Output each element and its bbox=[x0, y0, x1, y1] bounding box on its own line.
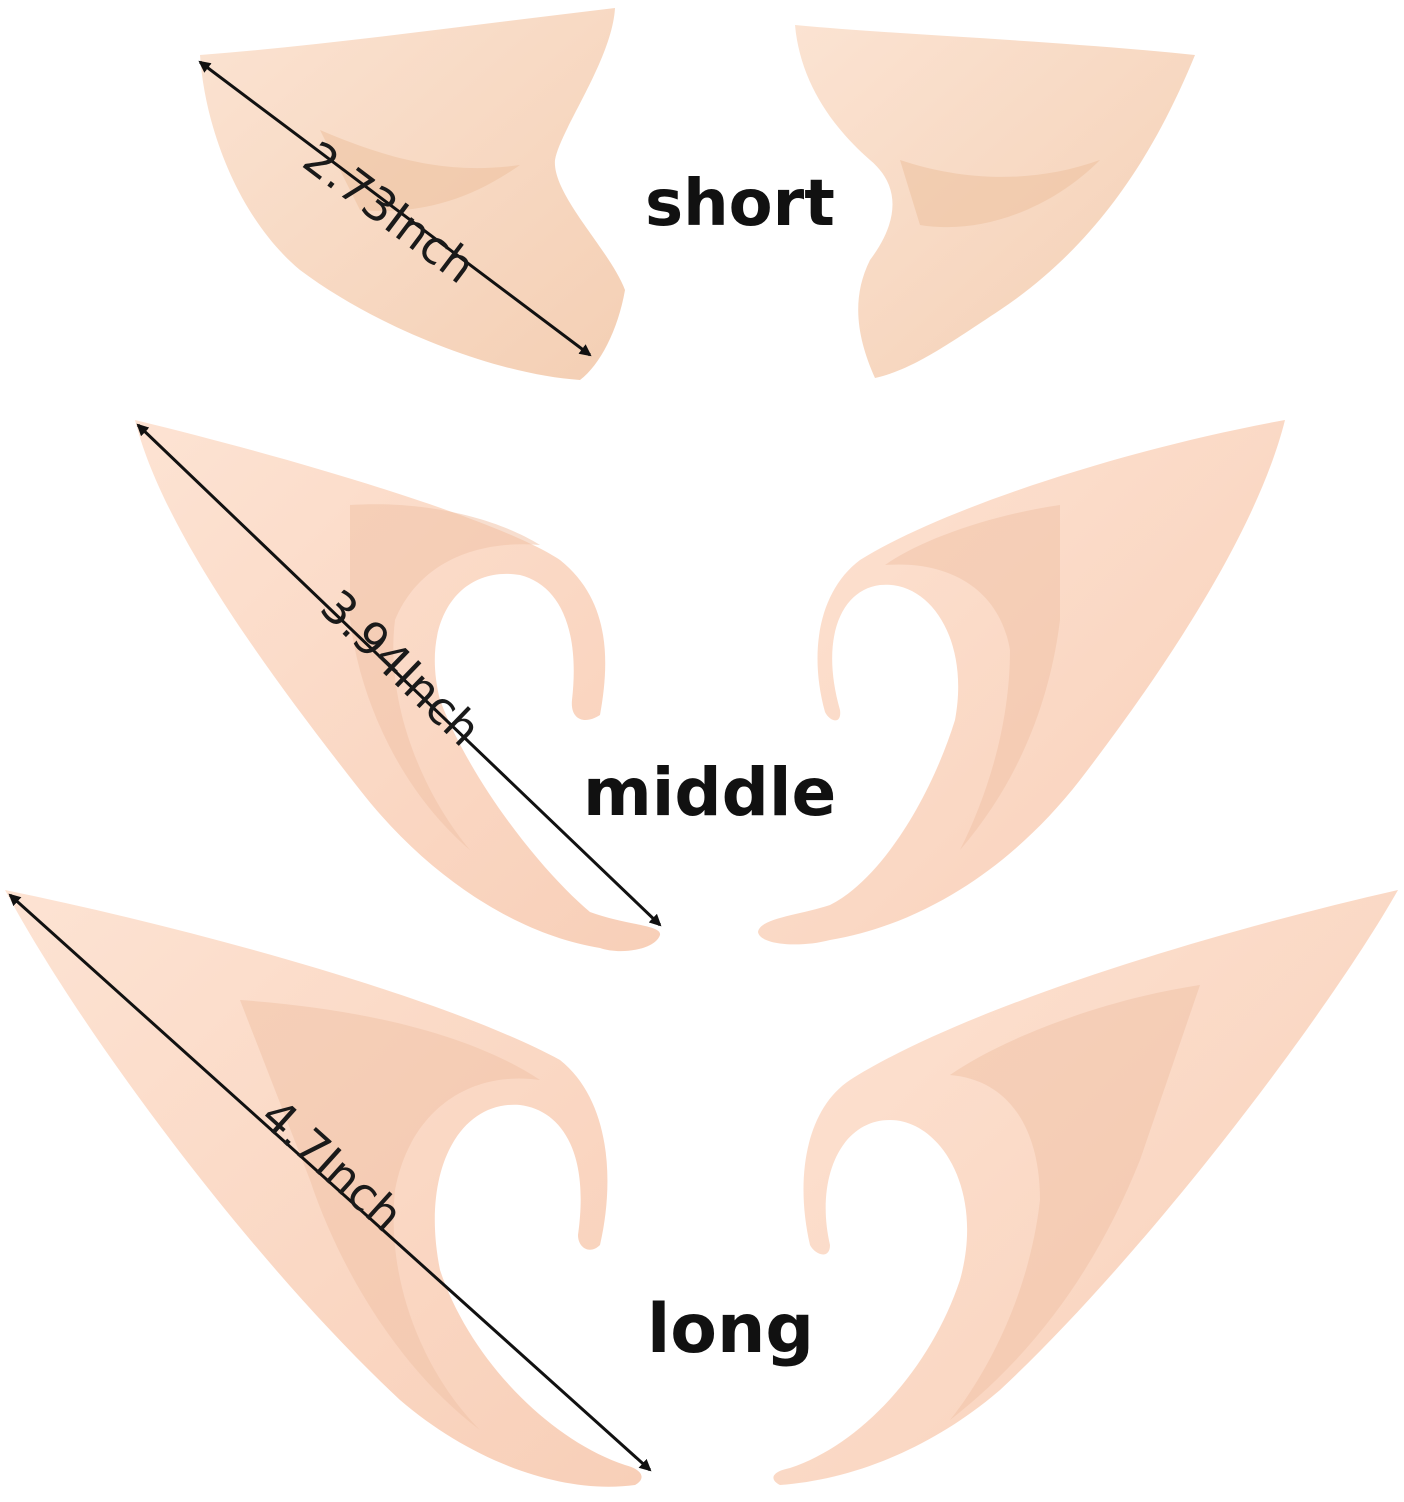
label-short: short bbox=[645, 167, 835, 241]
middle-measure-arrow bbox=[136, 423, 662, 927]
short-left-ear bbox=[200, 8, 625, 380]
long-right-ear bbox=[773, 890, 1398, 1485]
short-right-ear bbox=[795, 25, 1195, 378]
long-measure-arrow bbox=[8, 893, 652, 1472]
short-measure-arrow bbox=[198, 60, 592, 357]
label-middle: middle bbox=[583, 754, 837, 831]
middle-right-ear bbox=[758, 420, 1285, 945]
label-long: long bbox=[647, 1290, 815, 1369]
